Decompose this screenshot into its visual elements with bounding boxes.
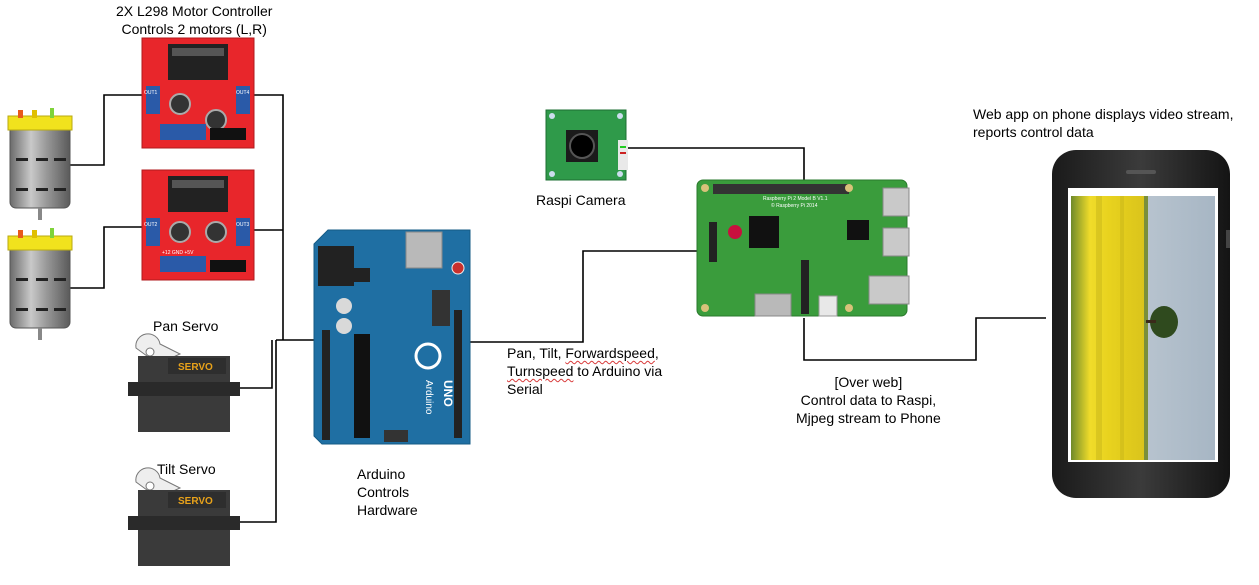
wire-panservo-bus — [240, 340, 273, 389]
serial-line1-a: Pan, Tilt, — [507, 345, 566, 361]
tree-icon — [1150, 306, 1178, 338]
serial-label-line3: Serial — [507, 381, 543, 397]
wire-tiltservo-bus — [240, 340, 277, 523]
l298-controller-1: OUT1 OUT4 — [141, 37, 255, 149]
arduino-brand-text: Arduino — [423, 380, 434, 415]
serial-line1-c: , — [654, 345, 659, 361]
l298-out4-label: OUT4 — [236, 90, 250, 96]
wire-controller1-bus — [252, 94, 284, 340]
pan-servo-label: Pan Servo — [153, 318, 219, 334]
arduino-uno-board: Arduino UNO — [313, 229, 471, 445]
tilt-servo-label: Tilt Servo — [157, 461, 216, 477]
serial-label-line2: Turnspeed to Arduino via — [507, 362, 662, 380]
l298-out3-label: OUT3 — [236, 222, 250, 228]
pan-servo-brand: SERVO — [178, 362, 213, 373]
wire-arduino-raspi — [468, 250, 700, 343]
arduino-label-line2: Controls — [357, 484, 410, 500]
arduino-label-line3: Hardware — [357, 502, 418, 518]
arduino-model-text: UNO — [441, 380, 455, 407]
l298-out2-label: OUT2 — [144, 222, 158, 228]
phone-label: Web app on phone displays video stream, … — [973, 105, 1233, 141]
motor-controller-label-line2: Controls 2 motors (L,R) — [121, 21, 267, 37]
serial-line2-b: to Arduino via — [573, 363, 663, 379]
l298-controller-2: OUT2 OUT3 +12 GND +5V — [141, 169, 255, 281]
rpi-model-text: Raspberry Pi 2 Model B V1.1 — [763, 196, 828, 202]
pan-servo: SERVO — [128, 333, 240, 432]
web-label-line2: Control data to Raspi, — [800, 392, 937, 408]
wires — [66, 94, 1046, 523]
tilt-servo-brand: SERVO — [178, 496, 213, 507]
serial-line1-b: Forwardspeed — [565, 345, 655, 361]
wire-camera-raspi — [627, 147, 805, 180]
dc-motor-left-2 — [7, 228, 73, 340]
wire-motor2-controller2 — [66, 226, 142, 289]
raspi-camera-label: Raspi Camera — [536, 192, 626, 208]
wire-raspi-phone — [803, 317, 1046, 361]
web-label: [Over web] Control data to Raspi, Mjpeg … — [796, 373, 941, 427]
motor-controller-label: 2X L298 Motor Controller Controls 2 moto… — [116, 2, 272, 38]
smartphone — [1052, 150, 1230, 498]
motor-controller-label-line1: 2X L298 Motor Controller — [116, 3, 273, 19]
serial-label-line1: Pan, Tilt, Forwardspeed, — [507, 344, 662, 362]
raspberry-pi-board: Raspberry Pi 2 Model B V1.1 © Raspberry … — [696, 179, 910, 317]
web-label-line3: Mjpeg stream to Phone — [796, 410, 941, 426]
serial-line2-a: Turnspeed — [507, 363, 574, 379]
rpi-copyright-text: © Raspberry Pi 2014 — [771, 202, 818, 209]
l298-out1-label: OUT1 — [144, 90, 158, 96]
l298-power-pins-label: +12 GND +5V — [162, 250, 194, 256]
web-label-line1: [Over web] — [834, 374, 903, 390]
phone-label-line2: reports control data — [973, 124, 1094, 140]
wire-motor1-controller1 — [66, 94, 142, 166]
dc-motor-left — [7, 108, 73, 220]
raspi-camera — [545, 109, 628, 181]
tilt-servo: SERVO — [128, 467, 240, 566]
serial-label: Pan, Tilt, Forwardspeed, Turnspeed to Ar… — [507, 344, 662, 398]
arduino-label: Arduino Controls Hardware — [357, 465, 418, 519]
phone-label-line1: Web app on phone displays video stream, — [973, 106, 1234, 122]
arduino-label-line1: Arduino — [357, 466, 406, 482]
